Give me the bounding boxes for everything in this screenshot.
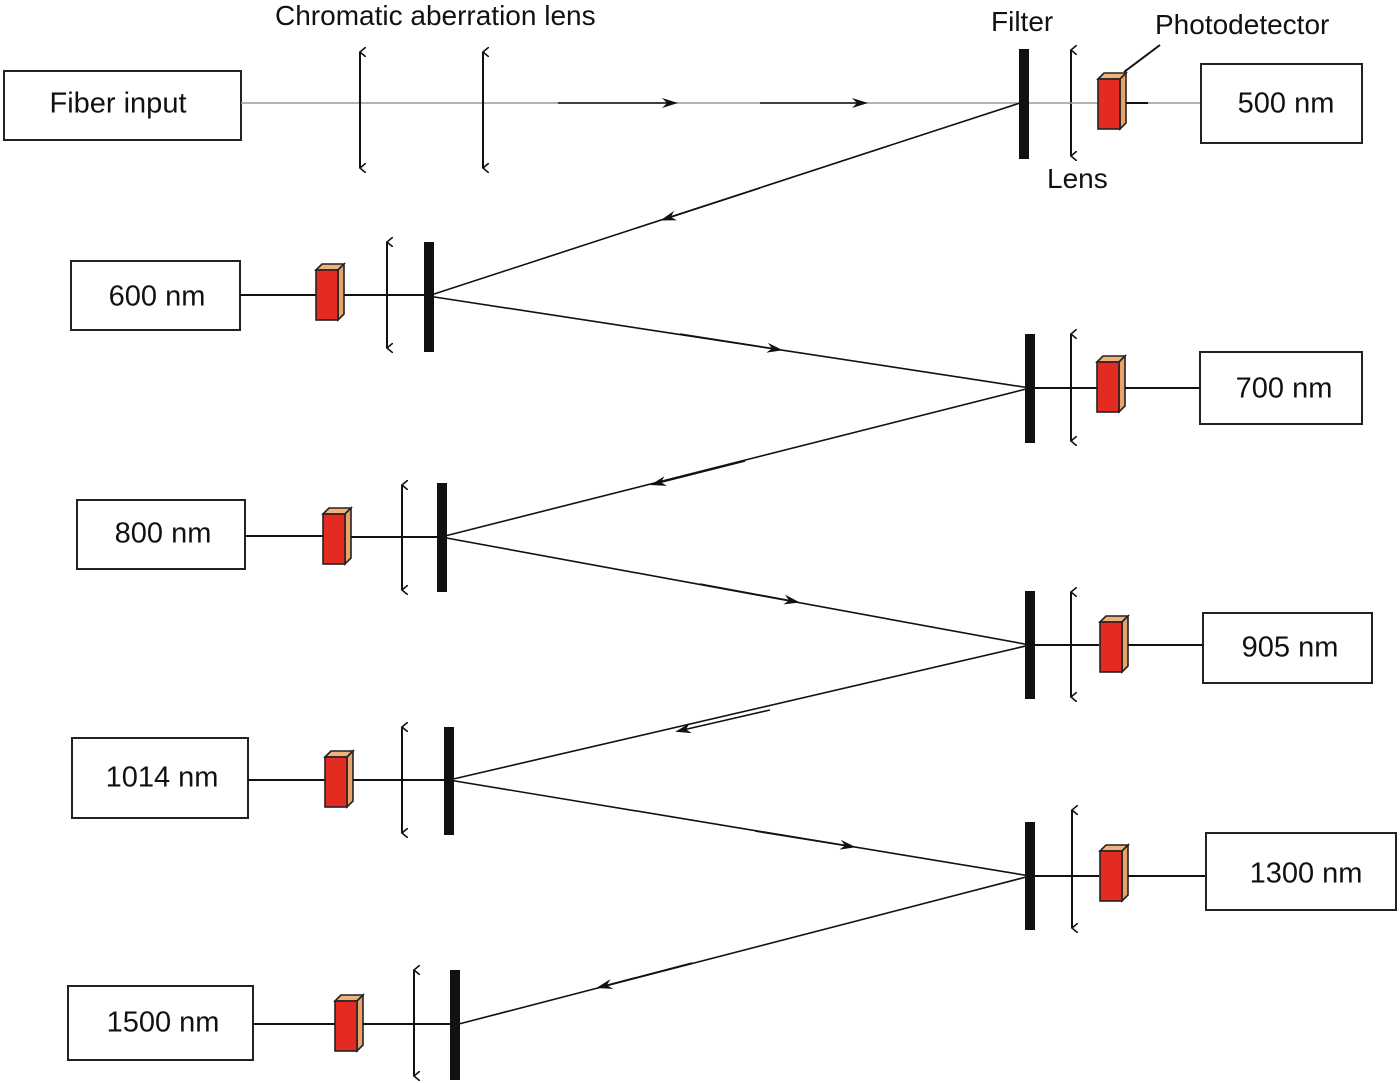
beam-700-to-800 [440,387,1031,538]
photodetector-label: Photodetector [1155,9,1329,40]
channel-1500: 1500 nm [67,970,460,1080]
beam-905-to-1014 [448,644,1031,781]
filter [450,970,460,1080]
wavelength-box [67,985,254,1061]
photodetector-icon [314,262,346,322]
fiber-input-box [3,70,242,141]
channel-905: 905 nm [1025,591,1373,699]
wavelength-box [70,260,241,331]
wavelength-label: 600 nm [109,281,206,313]
filter [444,727,454,835]
beam-1014-to-1300-arrow [754,830,856,850]
wavelength-box [1202,612,1373,684]
wavelength-box [1199,351,1363,425]
photodetector-icon [1095,354,1127,414]
photodetector-icon [333,993,365,1053]
beam-600-to-700-arrow [679,333,783,353]
wavelength-label: 800 nm [115,518,212,550]
beam-1300-to-1500-arrow [596,962,693,989]
lens-label: Lens [1047,163,1108,194]
chromatic-lens-label: Chromatic aberration lens [275,0,596,31]
channel-700: 700 nm [1025,334,1363,443]
beam-800-to-905-arrow [699,583,800,605]
channel-600: 600 nm [70,242,434,352]
wavelength-box [71,737,249,819]
wavelength-label: 1300 nm [1250,858,1363,890]
fiber-input-label: Fiber input [49,88,186,120]
wavelength-box [1205,832,1397,911]
photodetector-icon [1098,614,1130,674]
filter [437,483,447,592]
filter [1025,334,1035,443]
wavelength-box [76,499,246,570]
beam-700-to-800-arrow [650,460,746,486]
channel-500: 500 nm [1019,49,1363,159]
beam-1300-to-1500 [454,875,1031,1026]
wavelength-box [1200,63,1363,144]
wavelength-label: 1014 nm [106,762,219,794]
photodetector-pointer-line [1123,44,1161,73]
filter [424,242,434,352]
wavelength-label: 700 nm [1236,373,1333,405]
filter [1019,49,1029,159]
channel-800: 800 nm [76,483,447,592]
photodetector-icon [1098,843,1130,903]
photodetector-icon [323,749,355,809]
wavelength-label: 905 nm [1242,632,1339,664]
channel-1014: 1014 nm [71,727,454,835]
wavelength-label: 1500 nm [107,1007,220,1039]
photodetector-icon [321,506,353,566]
photodetector-icon [1096,71,1128,131]
filter-label: Filter [991,6,1053,37]
beam-500-to-600-arrow [660,187,761,221]
filter [1025,591,1035,699]
wavelength-label: 500 nm [1238,88,1335,120]
beam-905-to-1014-arrow [675,709,771,734]
channel-1300: 1300 nm [1025,810,1397,930]
beam-1014-to-1300 [448,779,1031,877]
filter [1025,822,1035,930]
